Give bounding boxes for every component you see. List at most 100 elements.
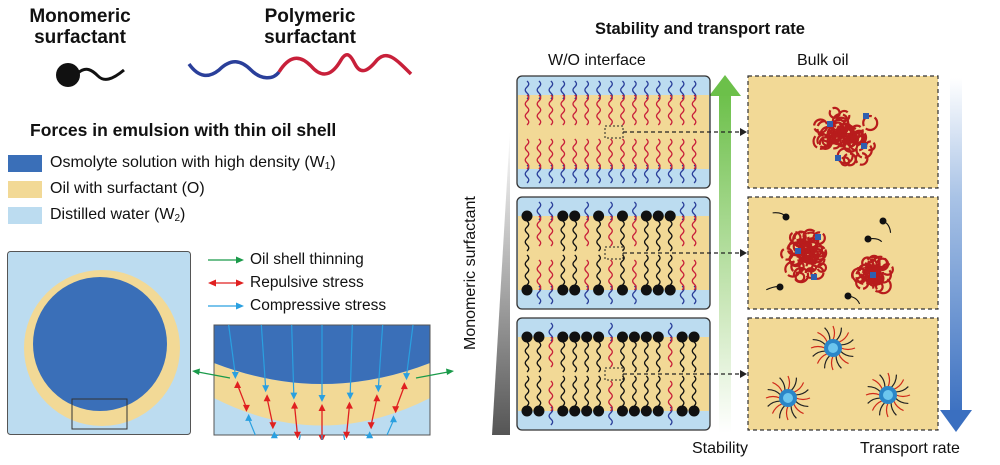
monomer-tail (536, 341, 542, 373)
monomer-tail (620, 254, 625, 286)
polymer-hydrophobic-segment (691, 94, 697, 126)
compressive-arrow (349, 324, 353, 396)
polymeric-surfactant-icon (187, 53, 413, 80)
polymer-hydrophobic-segment (572, 138, 578, 170)
stability-arrow (709, 75, 741, 433)
arrow-legend-compressive: Compressive stress (208, 295, 386, 317)
compressive-arrow (386, 420, 395, 436)
monomer-tail (572, 375, 578, 407)
green-arrow-icon (208, 256, 244, 264)
free-monomer (772, 212, 790, 221)
monomer-head (581, 331, 593, 343)
monomer-head (652, 405, 664, 417)
polymer-aggregate (850, 254, 894, 295)
monomer-tail (620, 375, 625, 407)
monomer-head (628, 331, 640, 343)
interface-panel-mixed (516, 196, 747, 310)
polymer-hydrophobic-segment (572, 94, 578, 126)
monomer-tail (667, 254, 673, 286)
aggregate-core (815, 234, 821, 240)
monomer-head (640, 210, 652, 222)
monomer-tail (596, 254, 601, 286)
monomer-head (616, 331, 628, 343)
polymer-hydrophobic-segment (608, 380, 613, 412)
polymer-hydrophobic-segment (632, 94, 637, 126)
monomer-head (616, 405, 628, 417)
transport-rate-label: Transport rate (860, 440, 960, 457)
polymer-aggregate (780, 228, 828, 284)
monomer-head (593, 331, 605, 343)
monomer-tail (679, 375, 685, 407)
polymer-hydrophobic-segment (548, 94, 554, 126)
monomer-tail (560, 341, 566, 373)
monomer-tail (643, 254, 649, 286)
compressive-arrow (260, 324, 267, 389)
polymer-hydrophobic-segment (643, 138, 649, 170)
legend-label-w1: Osmolyte solution with high density (W1) (50, 154, 336, 172)
monomer-head (569, 405, 581, 417)
polymer-hydrophobic-segment (691, 259, 697, 291)
monomer-head (664, 284, 676, 296)
polymer-hydrophobic-segment (560, 94, 566, 126)
polymer-hydrophobic-segment (584, 215, 590, 247)
polymer-hydrophobic-segment (548, 215, 554, 247)
polymer-aggregate (812, 106, 879, 167)
polymer-hydrophobic-segment (596, 138, 601, 170)
monomer-tail (584, 341, 590, 373)
compressive-arrow (291, 324, 295, 396)
monomer-head (557, 210, 569, 222)
monomer-tail (524, 375, 530, 407)
monomer-head (521, 210, 533, 222)
monomer-tail (560, 375, 566, 407)
legend-label-oil: Oil with surfactant (O) (50, 180, 205, 197)
polymer-hydrophobic-segment (584, 94, 590, 126)
compressive-arrow (343, 434, 346, 440)
polymer-hydrophobic-segment (548, 259, 554, 291)
monomer-head (533, 331, 545, 343)
legend-w1: Osmolyte solution with high density (W1) (8, 152, 336, 174)
monomer-tail (572, 220, 578, 252)
monomer-head (628, 405, 640, 417)
repulsive-arrow (236, 384, 248, 409)
aggregate-core (835, 155, 841, 161)
polymeric-surfactant-label: Polymeric surfactant (235, 6, 385, 48)
monomer-head (664, 210, 676, 222)
monomer-tail (643, 375, 649, 407)
shell-closeup-diagram (192, 324, 454, 440)
repulsive-arrow (266, 398, 274, 426)
column-header-bulk-oil: Bulk oil (797, 52, 849, 69)
polymer-hydrophobic-segment (632, 138, 637, 170)
aggregate-core (863, 113, 869, 119)
monomer-head (616, 284, 628, 296)
monomer-head (640, 405, 652, 417)
polymer-hydrophobic-segment (655, 94, 661, 126)
aggregate-core (870, 272, 876, 278)
arrow-legend-thinning: Oil shell thinning (208, 249, 364, 271)
monomer-head (533, 405, 545, 417)
polymer-hydrophobic-segment (548, 336, 554, 368)
polymer-hydrophobic-segment (536, 215, 542, 247)
polymer-hydrophobic-segment (608, 215, 613, 247)
free-monomer (879, 217, 892, 233)
monomer-tail (596, 220, 601, 252)
arrow-legend-label-thinning: Oil shell thinning (250, 251, 364, 268)
osmolyte-core (33, 277, 167, 411)
monomer-tail (691, 341, 697, 373)
legend-swatch-w2 (8, 206, 42, 224)
monomeric-surfactant-label: Monomeric surfactant (20, 6, 140, 48)
monomer-tail (524, 254, 530, 286)
compressive-arrow (298, 434, 301, 440)
polymer-hydrophobic-segment (584, 138, 590, 170)
monomer-tail (524, 341, 530, 373)
polymer-hydrophobic-segment (548, 138, 554, 170)
monomer-head (688, 405, 700, 417)
monomeric-surfactant-icon (56, 63, 125, 87)
monomer-tail (596, 375, 601, 407)
monomer-tail (524, 220, 530, 252)
polymer-hydrophobic-segment (679, 259, 685, 291)
monomer-head (616, 210, 628, 222)
polymeric-label-line2: surfactant (264, 27, 356, 48)
monomer-tail (620, 341, 625, 373)
polymer-hydrophobic-segment (679, 215, 685, 247)
monomer-head (676, 331, 688, 343)
